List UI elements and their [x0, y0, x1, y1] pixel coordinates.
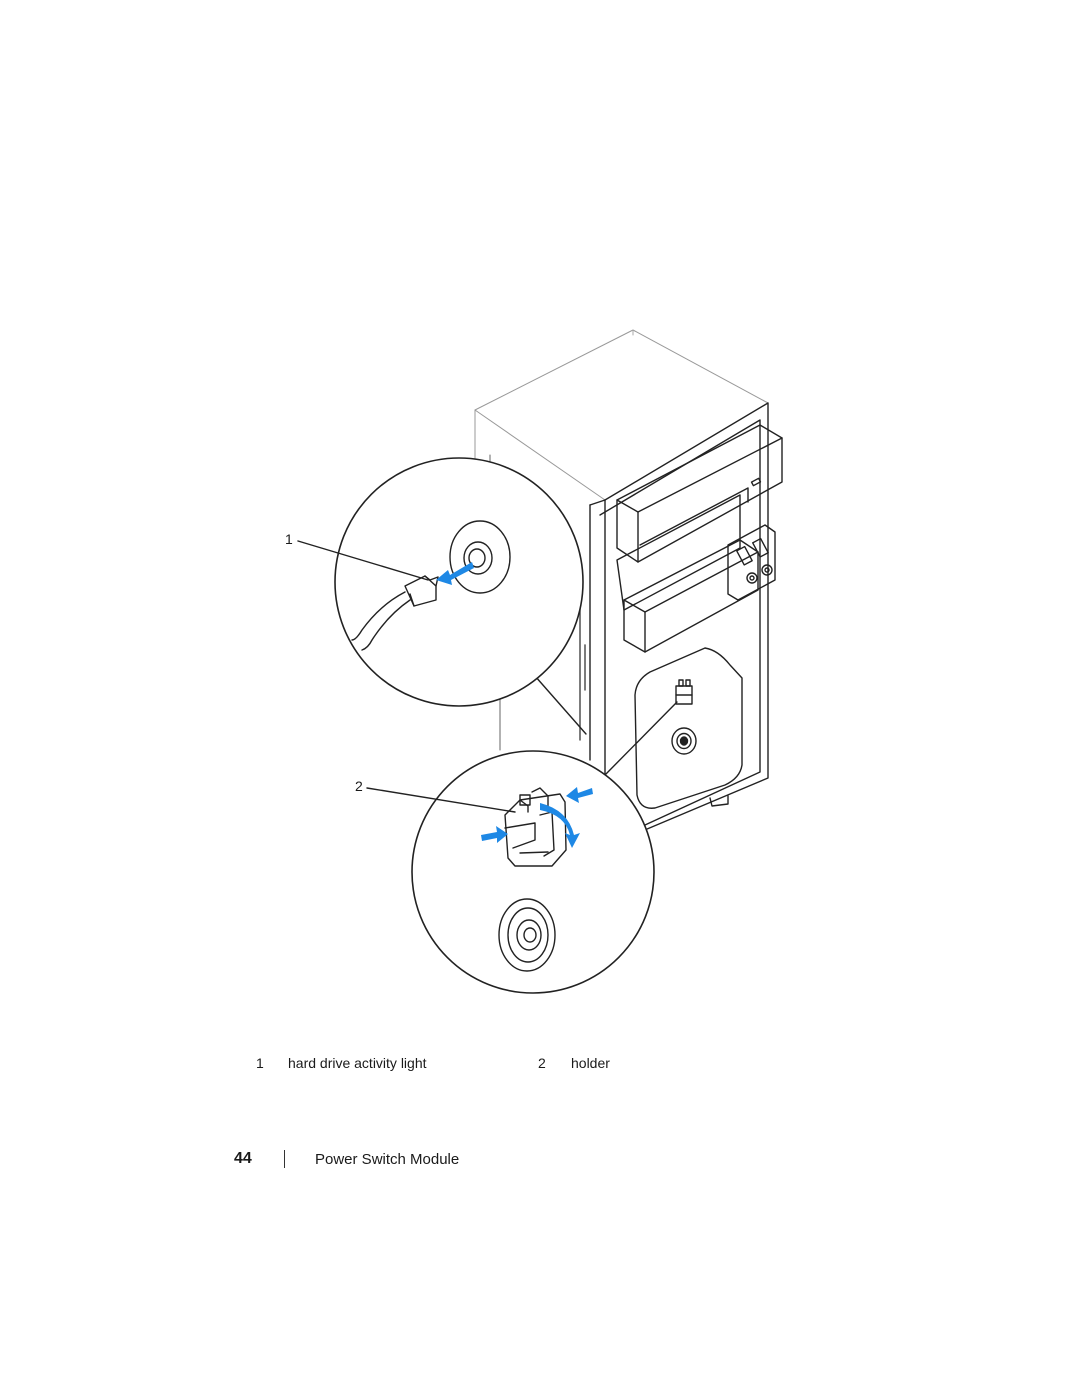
- callout-2-leader: [366, 787, 516, 813]
- callout-number-1: 1: [285, 531, 293, 547]
- arrow-left-icon: [436, 562, 474, 585]
- power-button: [498, 898, 556, 972]
- page-number: 44: [234, 1150, 252, 1167]
- legend-number-1: 1: [256, 1055, 264, 1071]
- front-io-ports: [727, 524, 776, 601]
- holder-part: [504, 787, 567, 867]
- section-title: Power Switch Module: [315, 1151, 460, 1168]
- arrow-squeeze-left-icon: [566, 787, 593, 803]
- magnify-circle-holder: [411, 750, 655, 994]
- legend-number-2: 2: [538, 1055, 546, 1071]
- footer-separator: [284, 1150, 285, 1168]
- blue-arrows: [436, 562, 593, 848]
- optical-drive-bottom: [616, 494, 759, 653]
- legend-label-2: holder: [571, 1055, 610, 1071]
- front-panel-recess: [634, 647, 743, 809]
- power-button-small: [671, 727, 697, 755]
- leader-line-upper: [534, 675, 587, 735]
- callout-number-2: 2: [355, 778, 363, 794]
- computer-tower: [474, 329, 783, 833]
- power-switch-holder-small: [675, 679, 693, 705]
- callout-1-leader: [297, 540, 429, 581]
- rotate-arrow-icon: [540, 803, 580, 848]
- arrow-squeeze-right-icon: [481, 826, 508, 843]
- magnify-circle-activity-light: [334, 457, 584, 707]
- legend-label-1: hard drive activity light: [288, 1055, 427, 1071]
- leader-line-lower: [603, 701, 678, 777]
- optical-drive-top: [616, 424, 783, 563]
